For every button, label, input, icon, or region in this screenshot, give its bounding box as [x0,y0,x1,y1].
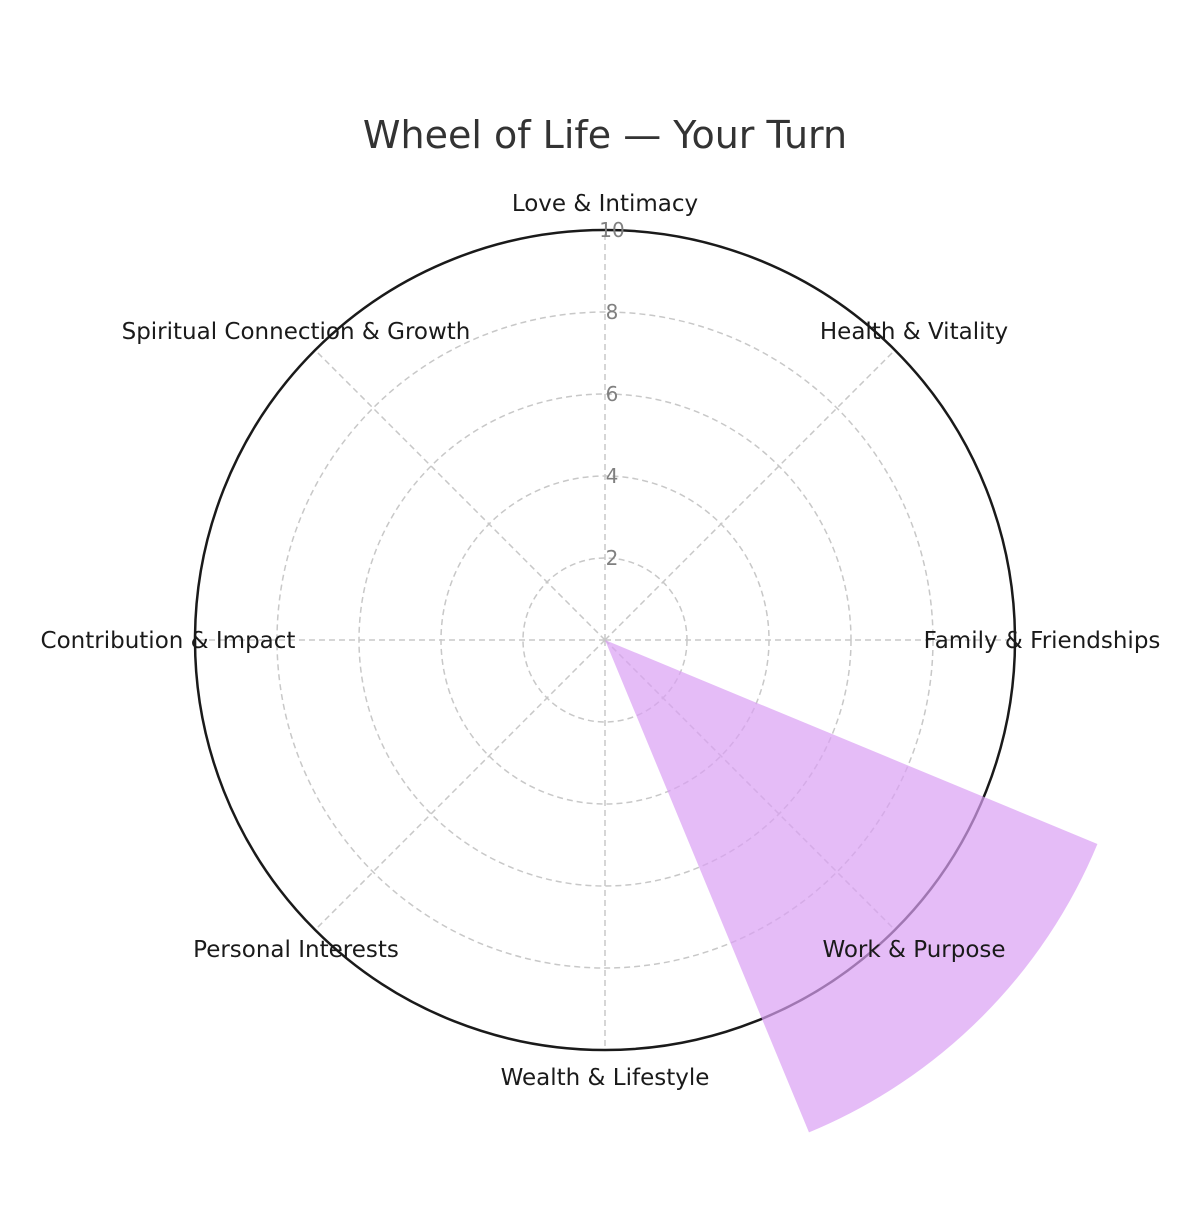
radial-tick-label: 8 [606,300,619,324]
spoke-line [604,349,896,641]
chart-title: Wheel of Life — Your Turn [363,113,847,157]
radial-tick-label: 10 [599,218,624,242]
category-label: Contribution & Impact [41,628,296,654]
spoke-line [314,639,606,931]
outer-ring [193,228,1017,1052]
radial-tick-label: 4 [606,464,619,488]
radial-tick-label: 2 [606,546,619,570]
category-label: Health & Vitality [820,319,1008,345]
category-label: Family & Friendships [924,628,1161,654]
category-label: Work & Purpose [822,937,1005,963]
grid-ring [276,311,934,969]
category-label: Personal Interests [193,937,399,963]
category-label: Love & Intimacy [512,191,698,217]
wedge-3 [605,640,1098,1133]
radial-tick-label: 6 [606,382,619,406]
spoke-line [314,349,606,641]
category-label: Spiritual Connection & Growth [122,319,471,345]
category-label: Wealth & Lifestyle [501,1065,710,1091]
wedge-layer [605,640,1098,1133]
